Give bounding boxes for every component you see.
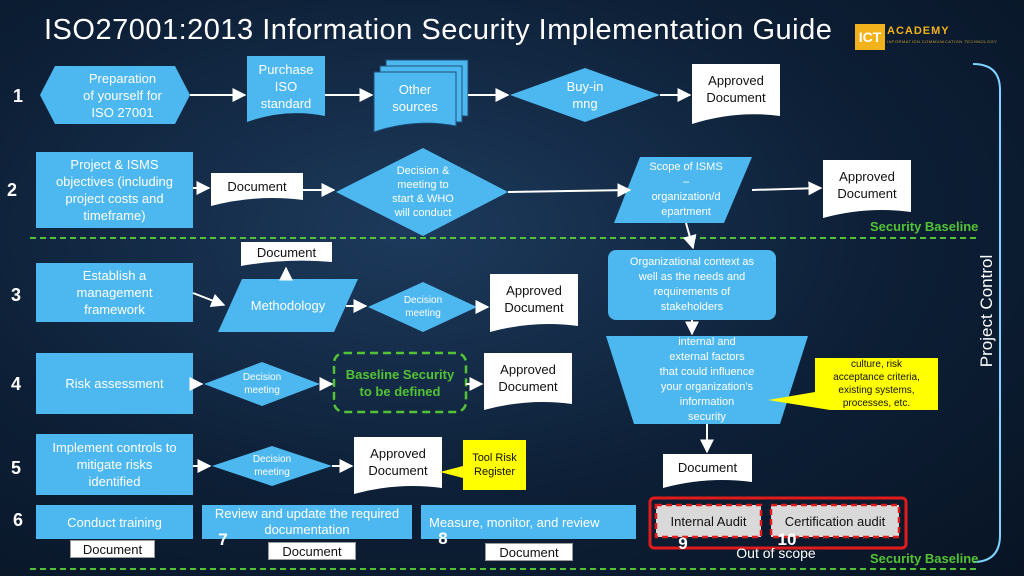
purchase-label: Purchase ISO standard [258,61,314,111]
review-shape [202,505,412,539]
context-shape [608,250,776,320]
implement-shape [36,434,193,495]
prep-shape [40,66,190,124]
approved-doc-2-shape [823,160,911,218]
other-sources-label: Other sources [392,82,438,114]
measure-shape [421,505,636,539]
factors-shape [606,336,808,424]
approved-doc-1-label: Approved Document [706,73,766,105]
context-label: Organizational context as well as the ne… [629,256,755,313]
framework-label: Establish a management framework [76,268,153,317]
purchase-shape [247,56,325,122]
baseline-tbd-shape [332,351,468,414]
baseline-tbd-label: Baseline Security to be defined [345,366,455,399]
row-number-4: 4 [10,374,21,394]
methodology-label: Methodology [250,298,326,313]
buyin-label: Buy-in mng [566,79,604,111]
objectives-label: Project & ISMS objectives (including pro… [55,157,174,223]
document-3-shape [241,242,332,266]
row-number-6: 6 [12,510,23,530]
measure-document: Document [485,543,573,561]
training-label: Conduct training [67,514,162,530]
flow-arrows [189,88,823,473]
internal-audit-shape [654,503,763,539]
decision-3-label: Decision meeting [403,295,443,319]
step-number-10: 10 [777,529,797,549]
document-3-label: Document [256,244,317,260]
internal-audit-label: Internal Audit [670,513,747,529]
factors-label: internal and external factors that could… [659,336,755,423]
culture-callout-label: culture, risk acceptance criteria, exist… [833,359,920,409]
approved-doc-5-label: Approved Document [368,446,428,478]
buyin-shape [510,68,660,122]
document-2-label: Document [227,179,287,194]
risk-assessment-label: Risk assessment [65,376,164,391]
step-number-8: 8 [438,528,448,548]
tool-risk-callout-shape [440,440,526,490]
measure-label: Measure, monitor, and review [429,514,600,530]
objectives-shape [36,152,193,228]
approved-doc-1-shape [692,64,780,124]
decision-5-label: Decision meeting [252,454,292,478]
security-baseline-label-2: Security Baseline [870,551,979,566]
step-number-7: 7 [218,529,228,549]
risk-assessment-shape [36,353,193,414]
approved-doc-3-label: Approved Document [504,283,564,315]
approved-doc-2-label: Approved Document [837,169,897,201]
tool-risk-callout-label: Tool Risk Register [472,452,517,478]
review-document: Document [268,542,356,560]
logo-badge: ICT [855,24,885,50]
cert-audit-shape [769,503,901,539]
row-number-3: 3 [10,285,21,305]
decision-4-shape [204,362,320,406]
methodology-shape [218,279,358,332]
out-of-scope-label: Out of scope [736,544,816,561]
framework-shape [36,263,193,322]
step-number-9: 9 [678,533,688,553]
scope-label: Scope of ISMS – organization/d epartment [649,161,723,218]
prep-label: Preparation of yourself for ISO 27001 [83,70,162,120]
page-title: ISO27001:2013 Information Security Imple… [44,14,833,46]
other-sources-shape [373,71,457,133]
decision-who-label: Decision & meeting to start & WHO will c… [392,165,454,219]
cert-audit-label: Certification audit [784,513,886,529]
decision-4-label: Decision meeting [242,372,282,396]
document-2-shape [211,173,303,206]
training-document: Document [70,540,155,558]
decision-who-shape [336,148,508,236]
security-baseline-label-1: Security Baseline [870,219,979,234]
approved-doc-5-shape [354,437,442,494]
approved-doc-4-shape [484,353,572,410]
logo-tagline: INFORMATION COMMUNICATION TECHNOLOGY [887,39,998,44]
row-number-1: 1 [12,86,23,106]
decision-3-shape [368,282,477,332]
approved-doc-3-shape [490,274,578,332]
project-control-label: Project Control [977,254,996,368]
culture-callout-shape [768,358,938,410]
training-shape [36,505,193,539]
document-factors-label: Document [677,459,738,475]
project-control-bracket [972,63,1001,563]
document-factors-shape [663,454,752,488]
row-number-2: 2 [6,180,17,200]
decision-5-shape [212,446,332,486]
logo-name: ACADEMY [887,25,950,37]
implement-label: Implement controls to mitigate risks ide… [52,440,177,489]
scope-shape [614,157,752,223]
out-of-scope-bracket [648,496,908,550]
approved-doc-4-label: Approved Document [498,362,558,394]
row-number-5: 5 [10,458,21,478]
review-label: Review and update the required documenta… [214,506,400,537]
